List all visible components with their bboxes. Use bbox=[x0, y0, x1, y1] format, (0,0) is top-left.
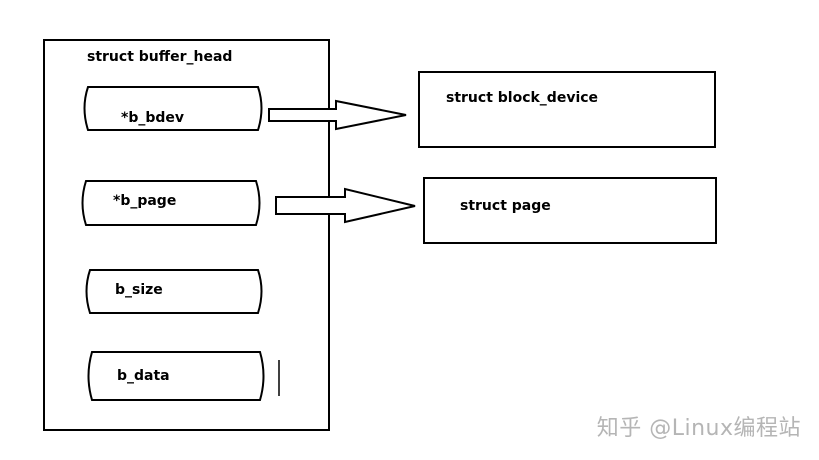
field-b-bdev-label: *b_bdev bbox=[121, 110, 185, 126]
buffer-head-box bbox=[43, 39, 330, 431]
arrow-page-to-page bbox=[275, 187, 416, 224]
field-b-page-label: *b_page bbox=[113, 193, 177, 209]
block-device-box bbox=[418, 71, 716, 148]
buffer-head-title: struct buffer_head bbox=[87, 49, 233, 65]
field-b-data-label: b_data bbox=[117, 368, 170, 384]
field-b-bdev-capsule bbox=[83, 86, 263, 131]
page-label: struct page bbox=[460, 198, 551, 214]
watermark-text: 知乎 @Linux编程站 bbox=[596, 416, 801, 441]
field-b-size-capsule bbox=[85, 269, 263, 314]
field-b-size-label: b_size bbox=[115, 282, 163, 298]
page-box bbox=[423, 177, 717, 244]
field-b-page-capsule bbox=[81, 180, 261, 226]
arrow-bdev-to-block-device bbox=[268, 99, 407, 131]
field-b-data-capsule bbox=[87, 351, 265, 401]
block-device-label: struct block_device bbox=[446, 90, 599, 106]
